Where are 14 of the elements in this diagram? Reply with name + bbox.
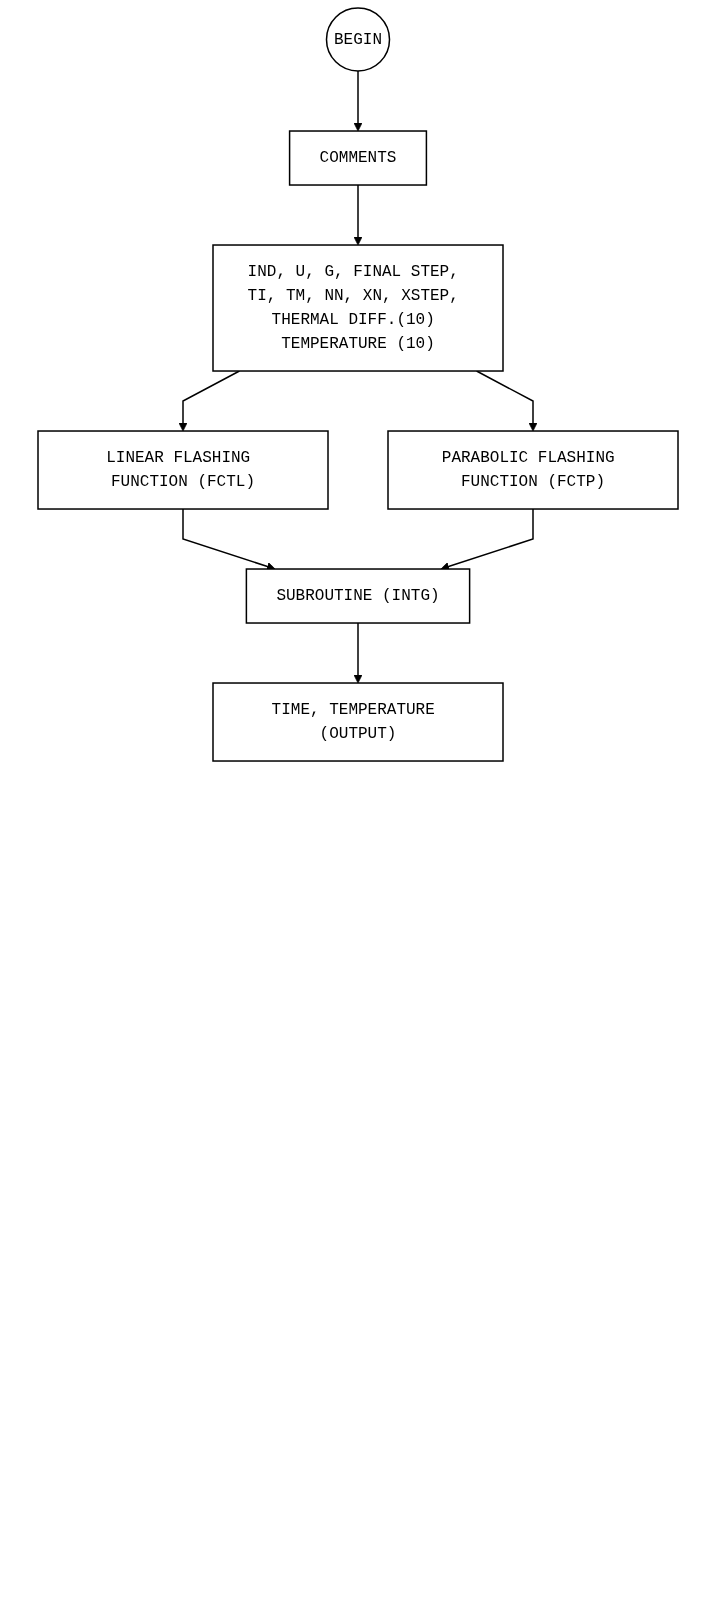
- node-box: IND, U, G, FINAL STEP, TI, TM, NN, XN, XSTEP, THERMAL DIFF.(10) TEMPERATURE (10): [211, 244, 504, 372]
- arrow: [353, 622, 362, 684]
- arrow: [475, 370, 537, 432]
- node-circle: BEGIN: [325, 7, 390, 72]
- node-box: PARABOLIC FLASHING FUNCTION (FCTP): [386, 430, 679, 510]
- node-box: LINEAR FLASHING FUNCTION (FCTL): [36, 430, 329, 510]
- arrow: [353, 70, 362, 132]
- node-box: SUBROUTINE (INTG): [245, 568, 470, 624]
- arrow: [178, 370, 240, 432]
- arrow: [181, 508, 275, 571]
- arrow: [353, 184, 362, 246]
- node-box: COMMENTS: [288, 130, 427, 186]
- node-box: TIME, TEMPERATURE (OUTPUT): [211, 682, 504, 762]
- arrow: [440, 508, 534, 571]
